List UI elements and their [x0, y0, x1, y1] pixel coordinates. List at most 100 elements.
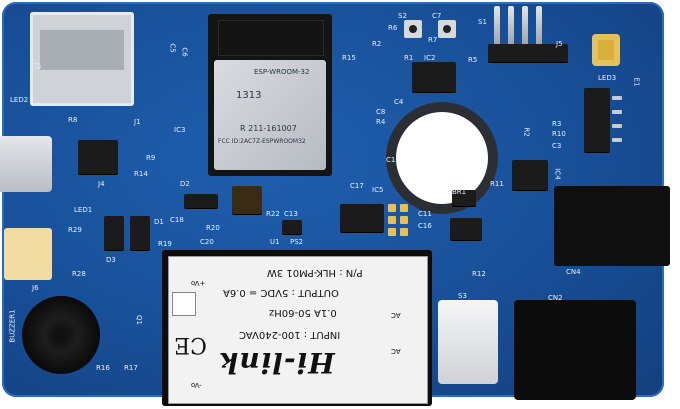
ic-IC2 [412, 62, 456, 92]
silk-C6: C6 [180, 47, 189, 57]
esp-ce-text: 1313 [236, 90, 262, 101]
hlk-vo-plus: +Vo [191, 279, 206, 287]
usb-c-connector [0, 136, 52, 192]
hlk-ac1: AC [391, 311, 401, 319]
silk-R22: R22 [266, 210, 280, 218]
silk-D1: D1 [154, 218, 164, 226]
silk-C17: C17 [350, 182, 364, 190]
silk-Q1: Q1 [134, 315, 143, 325]
silk-C11: C11 [418, 210, 432, 218]
silk-LED3: LED3 [598, 74, 617, 82]
dc-jack-CN2 [514, 300, 636, 400]
silk-R: R2 [522, 127, 531, 137]
silk-R20: R20 [206, 224, 220, 232]
silk-IC4: IC4 [553, 168, 562, 180]
silk-R4: R4 [376, 118, 386, 126]
silk-D3: D3 [106, 256, 116, 264]
silk-R28: R28 [72, 270, 86, 278]
silk-C12: C12 [386, 156, 400, 164]
silk-J3: J3 [33, 62, 42, 70]
silk-R11: R11 [490, 180, 504, 188]
silk-R19: R19 [158, 240, 172, 248]
esp32-module: ESP-WROOM-32 1313 R 211-161007 FCC ID:2A… [208, 14, 332, 176]
sd-card-slot [30, 12, 134, 106]
pad-2 [400, 204, 408, 212]
silk-S3: S3 [458, 292, 467, 300]
silk-R9: R9 [146, 154, 156, 162]
silk-S1: S1 [478, 18, 487, 26]
silk-C4: C4 [394, 98, 404, 106]
pin-header-base [488, 44, 568, 62]
pad-6 [400, 228, 408, 236]
silk-IC3: IC3 [174, 126, 186, 134]
pad-1 [388, 204, 396, 212]
pin-header-right-pins [612, 96, 622, 142]
silk-PS2: PS2 [290, 238, 304, 246]
silk-R12: R12 [472, 270, 486, 278]
silk-C5: C5 [168, 43, 177, 53]
silk-BR1: BR1 [452, 188, 467, 196]
connector-CN4 [554, 186, 670, 266]
hlk-brand-logo: Hi-link [218, 346, 335, 379]
hlk-input-text: INPUT : 100-240VAC [239, 329, 341, 340]
hlk-output-text: OUTPUT : 5VDC = 0.6A [223, 287, 339, 298]
jst-connector-J6 [4, 228, 52, 280]
silk-J1: J1 [134, 118, 141, 126]
esp-model-text: ESP-WROOM-32 [254, 68, 310, 76]
silk-LED1: LED1 [74, 206, 93, 214]
silk-IC2: IC2 [424, 54, 436, 62]
silk-C7: C7 [432, 12, 442, 20]
silk-E1: E1 [632, 77, 641, 87]
silk-IC5: IC5 [372, 186, 384, 194]
diode-D1 [130, 216, 150, 250]
silk-D2: D2 [180, 180, 190, 188]
hlk-ac2: AC [391, 347, 401, 355]
led3-yellow [592, 34, 620, 66]
ic-IC5 [340, 204, 384, 232]
silk-R3: R3 [552, 120, 562, 128]
silk-R6: R6 [388, 24, 398, 32]
silk-R29: R29 [68, 226, 82, 234]
diode-D3 [104, 216, 124, 250]
esp-antenna [218, 20, 324, 56]
ic-IC6 [450, 218, 482, 240]
silk-C16: C16 [418, 222, 432, 230]
pin-header-right [584, 88, 610, 152]
silk-R1: R1 [404, 54, 414, 62]
silk-R2: R2 [372, 40, 382, 48]
esp-shield-can: ESP-WROOM-32 1313 R 211-161007 FCC ID:2A… [214, 60, 326, 170]
silk-R5: R5 [468, 56, 478, 64]
inductor-U1 [232, 186, 262, 214]
tact-switch-S1 [438, 20, 456, 38]
silk-R7: R7 [428, 36, 438, 44]
tact-switch-S2 [404, 20, 422, 38]
hlk-white-box [172, 292, 196, 316]
sd-slot-opening [40, 30, 124, 70]
mounting-hole [396, 112, 488, 204]
silk-C3: C3 [552, 142, 562, 150]
hlk-label-face: P/N : HLK-PM01 3W OUTPUT : 5VDC = 0.6A 0… [168, 256, 428, 404]
push-button-S3 [438, 300, 498, 384]
silk-S2: S2 [398, 12, 407, 20]
silk-C20: C20 [200, 238, 214, 246]
hlk-vo-minus: -Vo [191, 381, 202, 389]
esp-fcc-text: FCC ID:2AC7Z-ESPWROOM32 [218, 138, 306, 145]
silk-U1: U1 [270, 238, 280, 246]
silk-R17: R17 [124, 364, 138, 372]
silk-C13: C13 [284, 210, 298, 218]
silk-R14: R14 [134, 170, 148, 178]
ic-PS2 [282, 220, 302, 234]
esp-reg-text: R 211-161007 [240, 124, 297, 133]
silk-J: J5 [556, 40, 563, 48]
silk-J4: J4 [98, 180, 105, 188]
silk-C8: C8 [376, 108, 386, 116]
ic-J4 [78, 140, 118, 174]
silk-J6: J6 [32, 284, 39, 292]
hlk-part-text: P/N : HLK-PM01 3W [267, 267, 363, 278]
silk-C18: C18 [170, 216, 184, 224]
silk-R16: R16 [96, 364, 110, 372]
hlk-pm01-module: P/N : HLK-PM01 3W OUTPUT : 5VDC = 0.6A 0… [162, 250, 432, 406]
pin-header-top [494, 6, 542, 46]
hlk-ce-mark: CE [174, 332, 207, 357]
